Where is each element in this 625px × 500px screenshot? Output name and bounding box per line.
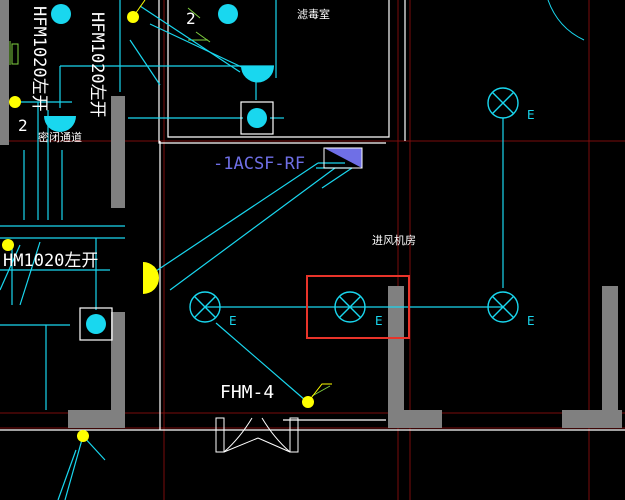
- lamp-icon: [487, 291, 519, 323]
- fixture-tag: E: [375, 314, 383, 328]
- door-frame: [215, 417, 299, 453]
- number-label: 2: [186, 9, 196, 28]
- number-label: 2: [18, 116, 28, 135]
- fixture-tag: E: [527, 314, 535, 328]
- wiring: [0, 0, 504, 500]
- lamp-icon: [487, 87, 519, 119]
- switch-dot: [9, 96, 21, 108]
- wall-lamp-bottom-icon: [143, 278, 159, 294]
- ceiling-lamp-icon: [51, 4, 71, 24]
- semicircle-lamp-icon: [241, 66, 274, 83]
- highlight-box: [306, 275, 410, 339]
- fixture-box-lamp-icon: [86, 314, 106, 334]
- lamp-icon: [334, 291, 366, 323]
- lamp-icon: [189, 291, 221, 323]
- room-label-fan-room: 进风机房: [372, 233, 416, 247]
- fixture-tag: E: [527, 108, 535, 122]
- filled-fixtures: [44, 4, 274, 341]
- door-label-hm1020: HM1020左开: [3, 251, 98, 271]
- door-swings: [9, 7, 331, 397]
- switches: [2, 11, 314, 442]
- switch-handles: [132, 0, 332, 403]
- door-label-vertical-1: HFM1020左开: [87, 12, 107, 118]
- room-label-filter: 滤毒室: [297, 7, 330, 21]
- fixture-box-lamp-icon: [247, 108, 267, 128]
- wall-lamp-icon: [143, 262, 159, 278]
- wall-outlines: [0, 0, 625, 431]
- semicircle-lamp-icon: [44, 116, 76, 132]
- switch-dot: [77, 430, 89, 442]
- fan-symbol: [323, 147, 363, 169]
- door-label-fhm4: FHM-4: [220, 382, 274, 403]
- fan-tag: -1ACSF-RF: [213, 154, 305, 174]
- fixture-box-icon: [79, 307, 113, 341]
- fixture-box-icon: [240, 101, 274, 135]
- wall-blocks: [0, 0, 622, 428]
- ceiling-lamp-icon: [218, 4, 238, 24]
- lamps: [189, 87, 519, 323]
- room-label-passage: 密闭通道: [38, 130, 82, 144]
- switch-dot: [2, 239, 14, 251]
- door-label-vertical-2: HFM1020左开: [29, 6, 49, 112]
- fixture-tag: E: [229, 314, 237, 328]
- door-arc: [547, 0, 585, 41]
